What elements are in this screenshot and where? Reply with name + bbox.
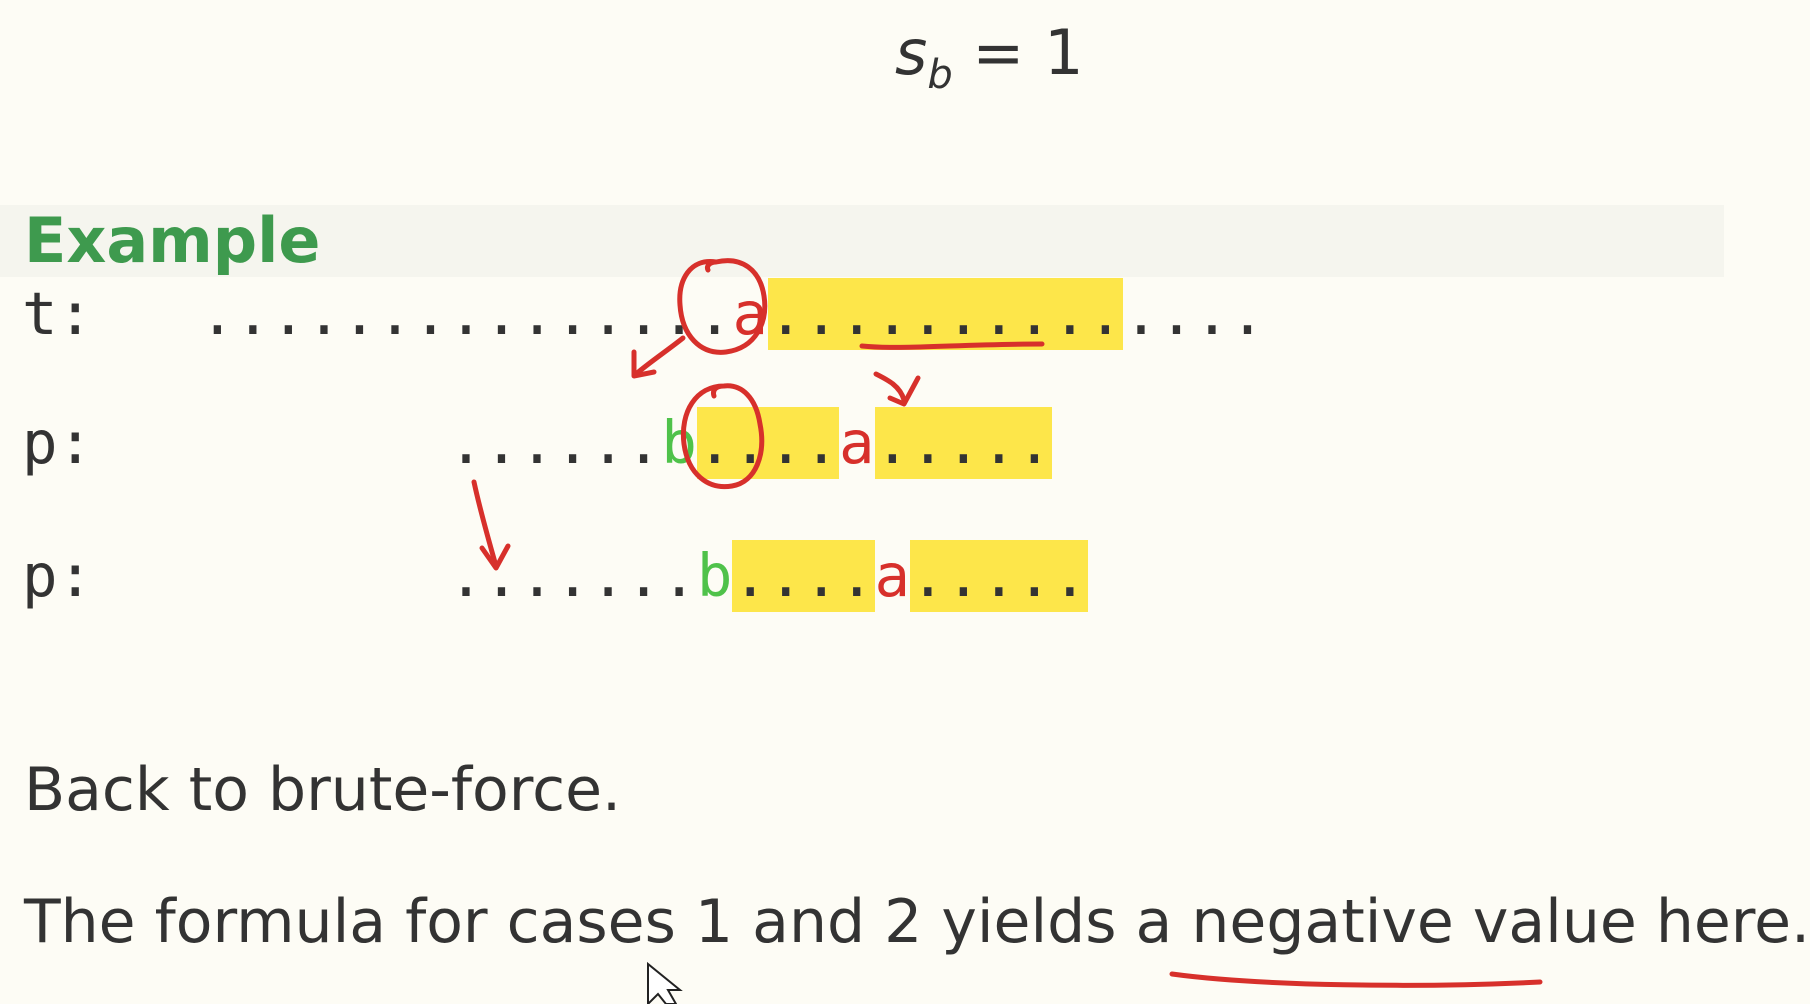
- row-label: t:: [22, 279, 94, 348]
- p1-highlight-1: ....: [696, 407, 840, 479]
- t-tail-dots: ....: [1123, 279, 1266, 348]
- p2-char-b: b: [696, 541, 733, 610]
- p1-highlight-2: .....: [874, 407, 1053, 479]
- p2-highlight-2: .....: [910, 540, 1088, 612]
- formula: sb = 1: [895, 22, 1084, 98]
- example-title: Example: [24, 204, 321, 277]
- t-mismatch-char: a: [732, 279, 768, 348]
- text-line-brute-force: Back to brute-force.: [24, 755, 622, 825]
- p1-char-a: a: [839, 408, 875, 477]
- row-label: p:: [22, 541, 94, 610]
- underline-negative-value-annotation: [1169, 971, 1543, 988]
- p2-char-a: a: [874, 541, 911, 610]
- pen-annotations: [471, 258, 1543, 1004]
- p1-lead-dots: ......: [448, 408, 662, 477]
- p1-char-b: b: [661, 408, 697, 477]
- row-label: p:: [22, 408, 94, 477]
- arrow-small-down-annotation: [873, 371, 907, 403]
- formula-variable: s: [895, 16, 928, 89]
- p2-lead-dots: .......: [448, 541, 697, 610]
- pattern-row-1: p: ......b....a.....: [22, 407, 1053, 479]
- example-header-band: [0, 205, 1724, 277]
- mouse-cursor-icon: [647, 961, 683, 1004]
- t-highlight-dots: ..........: [767, 278, 1124, 350]
- text-row-t: t: ...............a..............: [22, 278, 1265, 350]
- p2-highlight-1: ....: [732, 540, 875, 612]
- t-lead-dots: ...............: [199, 279, 733, 348]
- text-line-formula-note: The formula for cases 1 and 2 yields a n…: [24, 887, 1810, 957]
- formula-equals: = 1: [972, 16, 1084, 89]
- pattern-row-2: p: .......b....a.....: [22, 540, 1088, 612]
- formula-subscript: b: [927, 52, 953, 98]
